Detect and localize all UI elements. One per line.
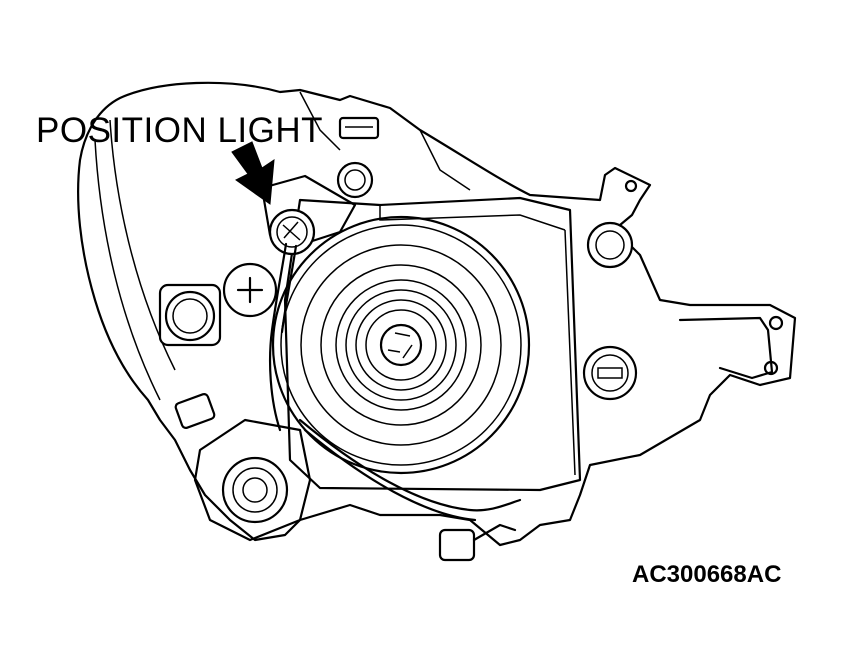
position-light-label: POSITION LIGHT xyxy=(36,111,324,150)
headlamp-lens xyxy=(271,215,531,475)
housing-outline xyxy=(77,81,797,547)
arrow-icon xyxy=(231,141,275,205)
top-cap xyxy=(338,116,380,140)
figure-code: AC300668AC xyxy=(632,561,782,588)
harness-connector xyxy=(438,528,476,562)
reflector-box xyxy=(283,196,582,492)
mounting-bracket xyxy=(678,316,774,380)
low-beam-socket xyxy=(174,392,312,542)
position-light-socket xyxy=(260,174,357,432)
wire-harness xyxy=(298,418,522,512)
